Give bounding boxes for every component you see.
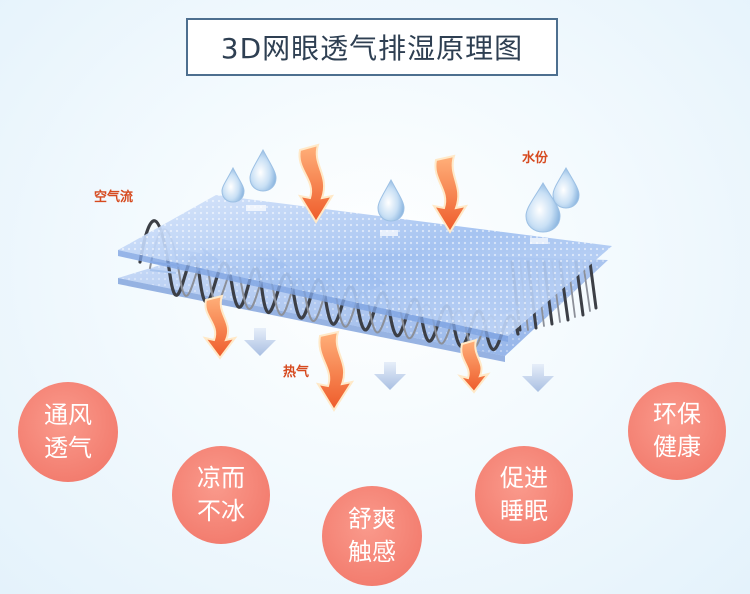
benefit-line: 促进 — [500, 464, 548, 492]
benefit-line: 凉而 — [197, 464, 245, 492]
top-fabric-layer — [118, 195, 612, 342]
benefit-line: 通风 — [44, 401, 92, 429]
heat-wave-arrow-icon — [202, 294, 491, 412]
title-box: 3D网眼透气排湿原理图 — [186, 18, 558, 76]
benefit-line: 触感 — [348, 538, 396, 566]
benefit-bubble-ventilation: 通风 透气 — [18, 382, 118, 482]
benefit-line: 不冰 — [197, 497, 245, 525]
page-title: 3D网眼透气排湿原理图 — [220, 32, 524, 65]
benefit-line: 透气 — [44, 434, 92, 462]
benefit-bubble-sleep: 促进 睡眠 — [475, 446, 573, 544]
down-arrow-icon — [244, 328, 554, 392]
benefit-line: 睡眠 — [500, 497, 548, 525]
benefit-line: 环保 — [653, 400, 701, 428]
benefit-bubble-comfort: 舒爽 触感 — [322, 486, 422, 586]
benefit-line: 健康 — [653, 433, 701, 461]
heat-label: 热气 — [283, 365, 310, 380]
heat-wave-arrow-icon — [297, 143, 469, 234]
benefit-bubble-cool: 凉而 不冰 — [172, 446, 270, 544]
moisture-label: 水份 — [522, 151, 549, 166]
water-drop-icon — [221, 148, 580, 233]
benefit-line: 舒爽 — [348, 505, 396, 533]
airflow-label: 空气流 — [94, 190, 134, 205]
benefit-bubble-eco: 环保 健康 — [628, 382, 726, 480]
